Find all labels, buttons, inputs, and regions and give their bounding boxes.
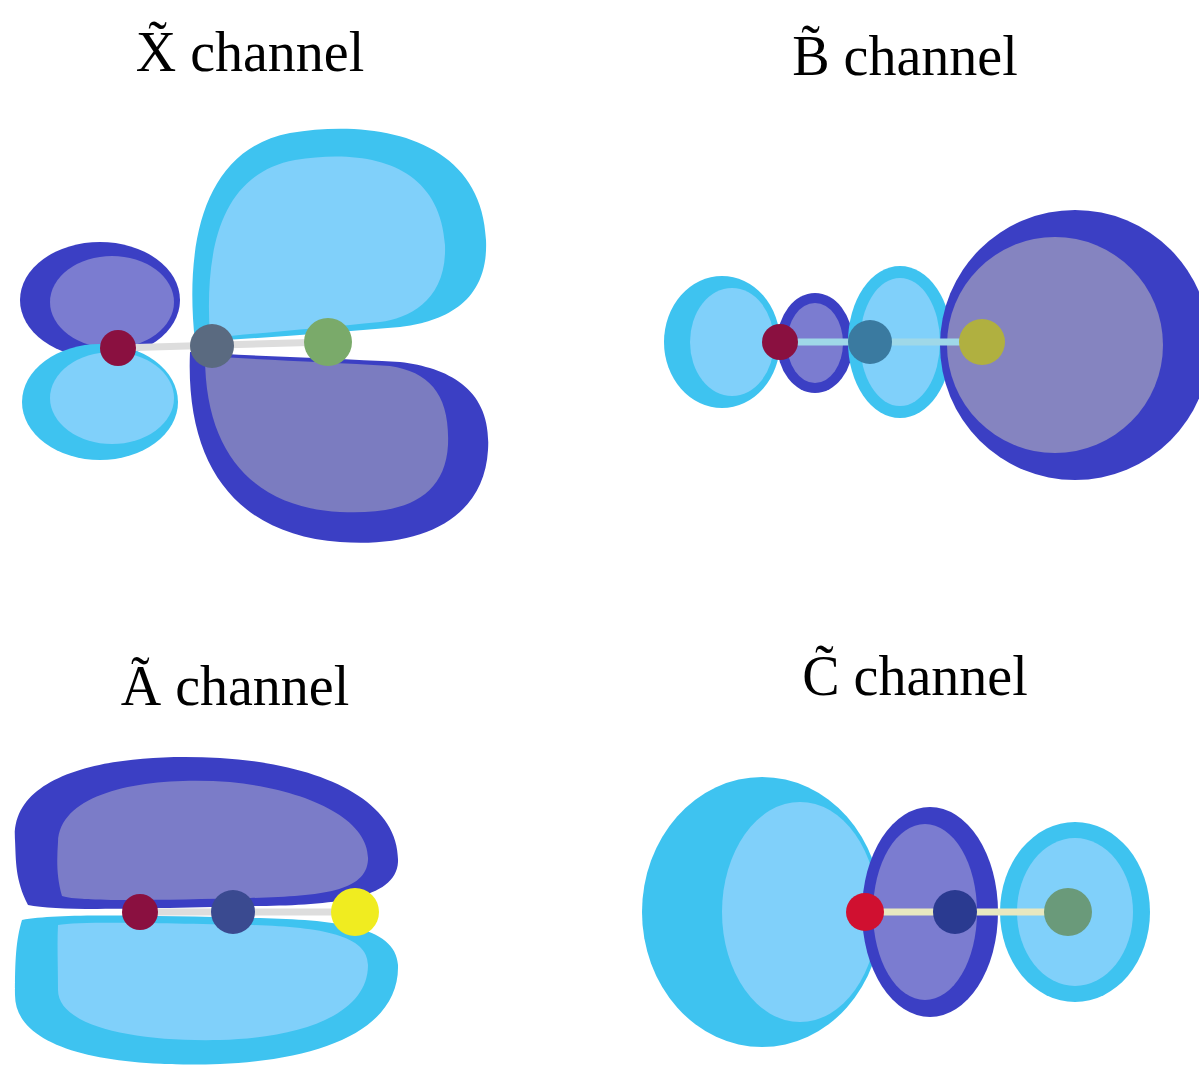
carbon-atom [933, 890, 977, 934]
dark-lobe-inner [57, 781, 368, 900]
carbon-atom [848, 320, 892, 364]
light-lobe [192, 129, 486, 342]
oxygen-atom [846, 893, 884, 931]
light-lobe [15, 916, 398, 1065]
carbon-atom [211, 890, 255, 934]
x-orbital [20, 129, 488, 543]
dark-lobe [940, 210, 1199, 480]
dark-lobe-inner [947, 237, 1163, 453]
light-lobe-inner [50, 352, 174, 444]
dark-lobe-inner [205, 356, 448, 512]
carbon-atom [190, 324, 234, 368]
dark-lobe [15, 757, 398, 909]
dark-lobe [190, 352, 489, 543]
oxygen-atom [122, 894, 158, 930]
oxygen-atom [762, 324, 798, 360]
channel-label: Ã channel [121, 656, 350, 718]
sulfur-atom [331, 888, 379, 936]
channel-label: X̃ channel [136, 22, 365, 84]
sulfur-atom [1044, 888, 1092, 936]
b-orbital [664, 210, 1199, 480]
dark-lobe [20, 242, 180, 358]
light-lobe-inner [209, 157, 445, 338]
sulfur-atom [959, 319, 1005, 365]
c-orbital [642, 777, 1150, 1047]
light-lobe [22, 344, 178, 460]
channel-label: C̃ channel [802, 646, 1027, 708]
channel-label: B̃ channel [792, 26, 1017, 88]
oxygen-atom [100, 330, 136, 366]
a-orbital [15, 757, 398, 1065]
light-lobe-inner [58, 923, 368, 1040]
sulfur-atom [304, 318, 352, 366]
light-lobe-inner [690, 288, 774, 396]
